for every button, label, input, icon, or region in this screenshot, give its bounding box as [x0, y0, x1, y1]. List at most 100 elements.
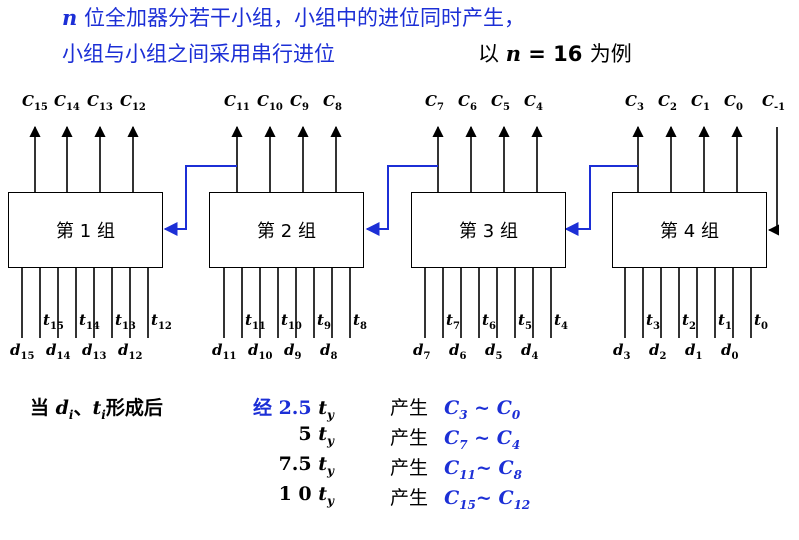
timing-text: 7.5: [278, 453, 319, 475]
intro-prefix: 当: [30, 397, 56, 419]
timing-text: 15: [459, 497, 476, 512]
timing-text: 4: [511, 437, 521, 452]
timing-text: 5: [298, 423, 319, 445]
timing-text: y: [327, 407, 334, 422]
input-label-d6: d6: [449, 341, 467, 362]
input-label-d12: d12: [118, 341, 143, 362]
example-eq: = 16: [520, 42, 590, 66]
timing-text: t: [318, 453, 328, 475]
carry-label-C15: C15: [22, 92, 48, 113]
group-label: 第 3 组: [459, 221, 518, 242]
input-label-d10: d10: [248, 341, 273, 362]
group-label: 第 1 组: [56, 221, 115, 242]
timing-delay-3: 7.5 ty: [279, 453, 334, 478]
carry-label-C10: C10: [257, 92, 283, 113]
input-label-t2: t2: [682, 311, 696, 332]
intro-sep: 、: [73, 397, 93, 419]
timing-text: 产生: [390, 427, 429, 449]
timing-text: ~: [467, 397, 497, 419]
timing-text: 7: [459, 437, 468, 452]
timing-text: 产生: [390, 397, 429, 419]
timing-text: 产生: [390, 487, 429, 509]
input-label-d2: d2: [649, 341, 667, 362]
input-label-t9: t9: [317, 311, 331, 332]
input-label-t5: t5: [518, 311, 532, 332]
input-label-t4: t4: [554, 311, 568, 332]
title-line2-text: 小组与小组之间采用串行进位: [62, 42, 335, 66]
carry-label-C11: C11: [224, 92, 250, 113]
carry-chain-3-to-2: [365, 165, 438, 236]
timing-text: C: [444, 487, 460, 509]
input-label-t8: t8: [353, 311, 367, 332]
input-label-t14: t14: [79, 311, 100, 332]
timing-text: t: [318, 397, 328, 419]
timing-result-3: 产生 C11~ C8: [390, 453, 522, 482]
group-label: 第 2 组: [257, 221, 316, 242]
intro-t-sub: i: [101, 407, 106, 422]
input-label-t10: t10: [281, 311, 302, 332]
input-label-d3: d3: [613, 341, 631, 362]
intro-t: t: [92, 397, 102, 419]
group-box-2: 第 2 组: [209, 192, 364, 268]
carry-label-C5: C5: [491, 92, 510, 113]
timing-text: 产生: [390, 457, 429, 479]
timing-text: C: [498, 457, 514, 479]
timing-text: C: [498, 487, 514, 509]
timing-text: t: [318, 483, 328, 505]
input-label-d4: d4: [521, 341, 539, 362]
input-label-d8: d8: [320, 341, 338, 362]
timing-text: 3: [459, 407, 468, 422]
timing-text: 12: [513, 497, 531, 512]
timing-text: ~: [475, 487, 499, 509]
carry-label-C0: C0: [724, 92, 743, 113]
group-label: 第 4 组: [660, 221, 719, 242]
input-label-t1: t1: [718, 311, 732, 332]
carry-label-C14: C14: [54, 92, 80, 113]
carry-label-C6: C6: [458, 92, 477, 113]
input-carry-line: [767, 127, 780, 236]
carry-label-C-1: C-1: [762, 92, 786, 113]
carry-chain-4-to-3: [564, 165, 638, 236]
timing-text: t: [318, 423, 328, 445]
timing-text: y: [327, 433, 334, 448]
input-label-d11: d11: [212, 341, 237, 362]
intro-suffix: 形成后: [105, 397, 163, 419]
timing-delay-2: 5 ty: [298, 423, 334, 448]
timing-delay-1: 经 2.5 ty: [253, 393, 334, 422]
input-label-t7: t7: [446, 311, 460, 332]
timing-result-2: 产生 C7 ~ C4: [390, 423, 520, 452]
title-n: n: [62, 5, 78, 30]
timing-text: C: [444, 457, 460, 479]
intro-d: d: [55, 397, 69, 419]
input-label-d5: d5: [485, 341, 503, 362]
example-label: 以 n = 16 为例: [478, 38, 632, 68]
carry-label-C7: C7: [425, 92, 444, 113]
title-line-2: 小组与小组之间采用串行进位: [62, 38, 335, 68]
title-line-1: n 位全加器分若干小组，小组中的进位同时产生，: [62, 2, 525, 32]
input-label-t13: t13: [115, 311, 136, 332]
input-label-d14: d14: [46, 341, 71, 362]
timing-text: C: [444, 427, 460, 449]
input-label-d9: d9: [284, 341, 302, 362]
carry-label-C1: C1: [691, 92, 710, 113]
timing-text: C: [444, 397, 460, 419]
timing-text: 11: [459, 467, 476, 482]
timing-text: 0: [511, 407, 521, 422]
timing-text: ~: [475, 457, 499, 479]
group-box-3: 第 3 组: [411, 192, 566, 268]
timing-text: 8: [513, 467, 522, 482]
timing-text: 2.5: [278, 397, 319, 419]
input-label-d0: d0: [721, 341, 739, 362]
timing-delay-4: 1 0 ty: [279, 483, 334, 508]
timing-text: 1 0: [278, 483, 319, 505]
carry-label-C8: C8: [323, 92, 342, 113]
input-label-t3: t3: [646, 311, 660, 332]
intro-d-sub: i: [68, 407, 74, 422]
carry-label-C4: C4: [524, 92, 543, 113]
carry-label-C3: C3: [625, 92, 644, 113]
timing-result-1: 产生 C3 ~ C0: [390, 393, 520, 422]
timing-text: C: [496, 427, 512, 449]
carry-label-C12: C12: [120, 92, 146, 113]
input-label-d13: d13: [82, 341, 107, 362]
